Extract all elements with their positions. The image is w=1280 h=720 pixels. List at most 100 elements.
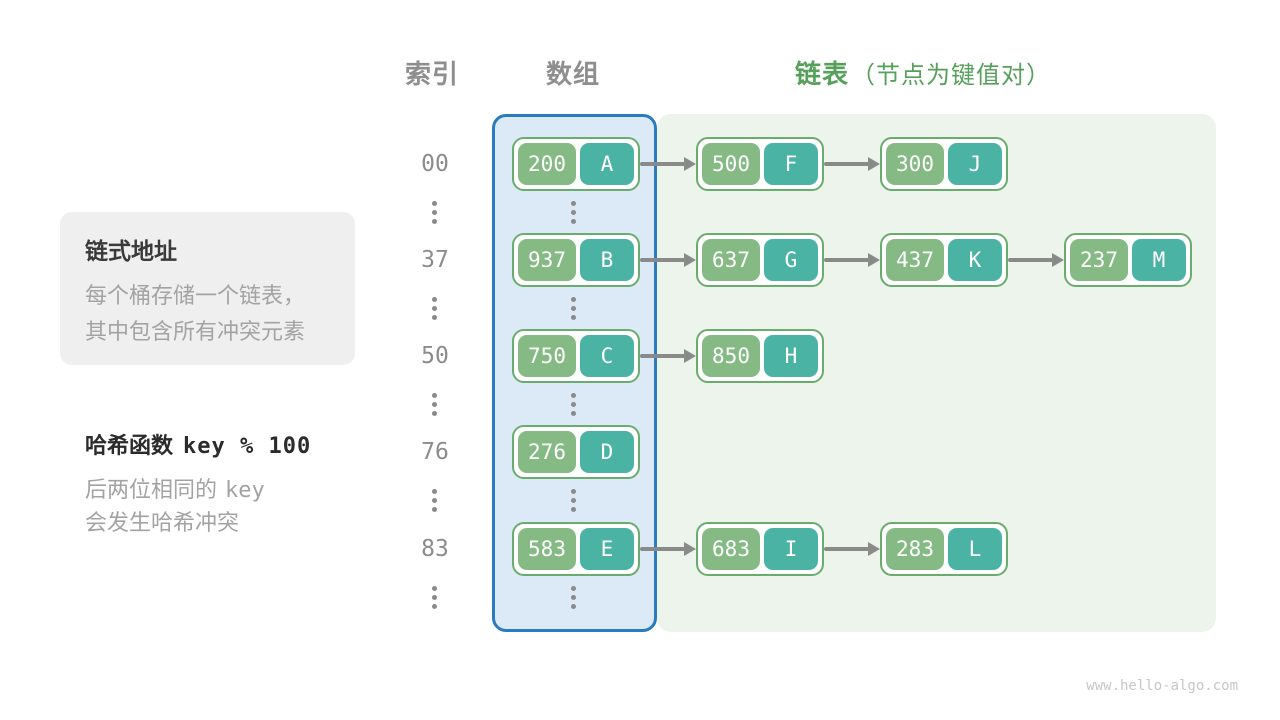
key-value-node: 276 D bbox=[512, 425, 640, 479]
ellipsis-dots-icon bbox=[432, 586, 437, 609]
node-key: 750 bbox=[518, 335, 576, 377]
node-key: 637 bbox=[702, 239, 760, 281]
arrow-head bbox=[684, 157, 696, 171]
key-value-node: 637 G bbox=[696, 233, 824, 287]
hash-function-code: key % 100 bbox=[183, 434, 312, 459]
node-value: J bbox=[948, 143, 1002, 185]
node-key: 300 bbox=[886, 143, 944, 185]
bucket-row: 37 937 B 637 G 437 K 237 M bbox=[0, 233, 1280, 287]
node-value: C bbox=[580, 335, 634, 377]
node-value: H bbox=[764, 335, 818, 377]
key-value-node: 937 B bbox=[512, 233, 640, 287]
key-code-text: key bbox=[225, 478, 265, 503]
hash-note-line: 会发生哈希冲突 bbox=[85, 510, 240, 535]
pointer-arrow-icon bbox=[1008, 233, 1064, 287]
hash-function-label: 哈希函数 bbox=[85, 433, 174, 458]
node-value: D bbox=[580, 431, 634, 473]
bucket-index-label: 37 bbox=[421, 247, 449, 273]
node-key: 276 bbox=[518, 431, 576, 473]
key-value-node: 683 I bbox=[696, 522, 824, 576]
pointer-arrow-icon bbox=[640, 233, 696, 287]
pointer-arrow-icon bbox=[824, 137, 880, 191]
list-header-label: 链表 bbox=[795, 59, 850, 89]
arrow-line bbox=[1008, 258, 1053, 262]
arrow-head bbox=[684, 542, 696, 556]
node-value: E bbox=[580, 528, 634, 570]
node-key: 683 bbox=[702, 528, 760, 570]
bucket-node-chain: 937 B 637 G 437 K 237 M bbox=[512, 233, 1192, 287]
arrow-line bbox=[640, 162, 685, 166]
ellipsis-dots-icon bbox=[571, 489, 576, 512]
bucket-index-label: 76 bbox=[421, 439, 449, 465]
bucket-node-chain: 276 D bbox=[512, 425, 640, 479]
ellipsis-dots-icon bbox=[571, 586, 576, 609]
key-value-node: 200 A bbox=[512, 137, 640, 191]
watermark: www.hello-algo.com bbox=[1086, 678, 1238, 694]
bucket-row: 50 750 C 850 H bbox=[0, 329, 1280, 383]
ellipsis-dots-icon bbox=[571, 297, 576, 320]
ellipsis-dots-icon bbox=[432, 297, 437, 320]
hash-function-title: 哈希函数 key % 100 bbox=[85, 428, 311, 460]
bucket-index-label: 50 bbox=[421, 343, 449, 369]
node-key: 200 bbox=[518, 143, 576, 185]
list-column-header: 链表 （节点为键值对） bbox=[795, 54, 1051, 91]
key-value-node: 237 M bbox=[1064, 233, 1192, 287]
arrow-head bbox=[684, 349, 696, 363]
node-key: 583 bbox=[518, 528, 576, 570]
node-key: 437 bbox=[886, 239, 944, 281]
bucket-index-label: 83 bbox=[421, 536, 449, 562]
node-value: M bbox=[1132, 239, 1186, 281]
node-value: F bbox=[764, 143, 818, 185]
chaining-note-box: 链式地址 每个桶存储一个链表， 其中包含所有冲突元素 bbox=[60, 212, 355, 365]
arrow-head bbox=[868, 157, 880, 171]
node-key: 283 bbox=[886, 528, 944, 570]
ellipsis-dots-icon bbox=[432, 489, 437, 512]
arrow-line bbox=[824, 258, 869, 262]
arrow-head bbox=[868, 542, 880, 556]
pointer-arrow-icon bbox=[640, 522, 696, 576]
node-key: 937 bbox=[518, 239, 576, 281]
node-value: G bbox=[764, 239, 818, 281]
bucket-row: 00 200 A 500 F 300 J bbox=[0, 137, 1280, 191]
pointer-arrow-icon bbox=[824, 233, 880, 287]
bucket-row: 83 583 E 683 I 283 L bbox=[0, 522, 1280, 576]
ellipsis-dots-icon bbox=[571, 201, 576, 224]
ellipsis-dots-icon bbox=[432, 393, 437, 416]
arrow-line bbox=[824, 162, 869, 166]
note-box-line: 其中包含所有冲突元素 bbox=[85, 319, 306, 344]
note-box-title: 链式地址 bbox=[85, 238, 177, 264]
node-value: I bbox=[764, 528, 818, 570]
pointer-arrow-icon bbox=[640, 329, 696, 383]
node-key: 500 bbox=[702, 143, 760, 185]
arrow-line bbox=[640, 258, 685, 262]
list-header-note: （节点为键值对） bbox=[851, 62, 1052, 89]
key-value-node: 850 H bbox=[696, 329, 824, 383]
node-value: B bbox=[580, 239, 634, 281]
node-value: K bbox=[948, 239, 1002, 281]
key-value-node: 750 C bbox=[512, 329, 640, 383]
node-value: A bbox=[580, 143, 634, 185]
key-value-node: 500 F bbox=[696, 137, 824, 191]
index-column-header: 索引 bbox=[405, 59, 460, 89]
node-key: 237 bbox=[1070, 239, 1128, 281]
arrow-head bbox=[684, 253, 696, 267]
arrow-head bbox=[1052, 253, 1064, 267]
pointer-arrow-icon bbox=[824, 522, 880, 576]
bucket-row: 76 276 D bbox=[0, 425, 1280, 479]
bucket-node-chain: 583 E 683 I 283 L bbox=[512, 522, 1008, 576]
key-value-node: 583 E bbox=[512, 522, 640, 576]
pointer-arrow-icon bbox=[640, 137, 696, 191]
arrow-line bbox=[824, 547, 869, 551]
key-value-node: 283 L bbox=[880, 522, 1008, 576]
key-value-node: 437 K bbox=[880, 233, 1008, 287]
array-column-header: 数组 bbox=[546, 59, 601, 89]
bucket-node-chain: 200 A 500 F 300 J bbox=[512, 137, 1008, 191]
node-key: 850 bbox=[702, 335, 760, 377]
arrow-line bbox=[640, 354, 685, 358]
arrow-head bbox=[868, 253, 880, 267]
bucket-node-chain: 750 C 850 H bbox=[512, 329, 824, 383]
node-value: L bbox=[948, 528, 1002, 570]
